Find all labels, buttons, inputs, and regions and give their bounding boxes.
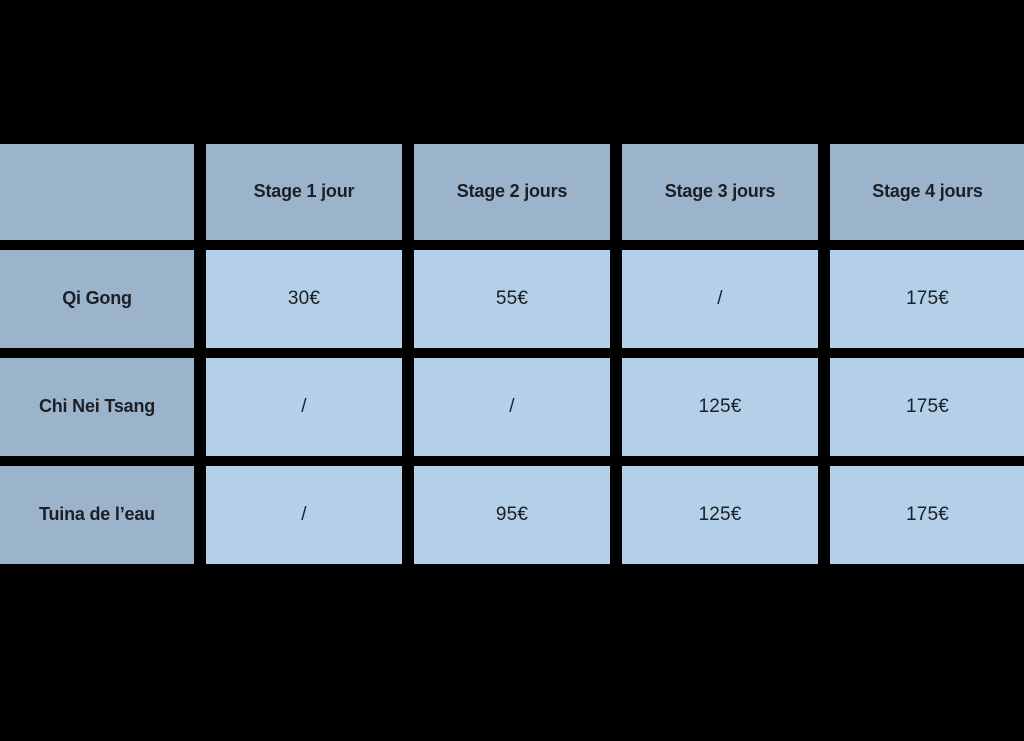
column-divider [194,466,206,564]
column-divider [194,250,206,348]
column-header-stage-4-jours: Stage 4 jours [830,144,1024,240]
column-divider [610,358,622,456]
cell-qi-gong-stage-2-jours: 55€ [414,250,610,348]
row-divider [0,240,1024,250]
column-divider [402,144,414,240]
row-header-tuina-de-leau: Tuina de l’eau [0,466,194,564]
table-header-row: Stage 1 jour Stage 2 jours Stage 3 jours… [0,144,1024,240]
row-divider [0,348,1024,358]
row-divider [0,456,1024,466]
table-row: Qi Gong 30€ 55€ / 175€ [0,250,1024,348]
row-header-qi-gong: Qi Gong [0,250,194,348]
column-divider [818,358,830,456]
table-corner-cell [0,144,194,240]
column-divider [818,466,830,564]
cell-chi-nei-tsang-stage-2-jours: / [414,358,610,456]
column-divider [818,250,830,348]
cell-qi-gong-stage-3-jours: / [622,250,818,348]
table-row: Tuina de l’eau / 95€ 125€ 175€ [0,466,1024,564]
cell-chi-nei-tsang-stage-4-jours: 175€ [830,358,1024,456]
cell-qi-gong-stage-1-jour: 30€ [206,250,402,348]
cell-chi-nei-tsang-stage-1-jour: / [206,358,402,456]
column-divider [402,466,414,564]
pricing-table: Stage 1 jour Stage 2 jours Stage 3 jours… [0,144,1024,564]
column-divider [402,250,414,348]
column-divider [610,466,622,564]
column-divider [610,144,622,240]
column-divider [818,144,830,240]
column-divider [194,358,206,456]
column-divider [194,144,206,240]
row-header-chi-nei-tsang: Chi Nei Tsang [0,358,194,456]
cell-tuina-de-leau-stage-3-jours: 125€ [622,466,818,564]
cell-tuina-de-leau-stage-4-jours: 175€ [830,466,1024,564]
cell-chi-nei-tsang-stage-3-jours: 125€ [622,358,818,456]
table-row: Chi Nei Tsang / / 125€ 175€ [0,358,1024,456]
cell-tuina-de-leau-stage-2-jours: 95€ [414,466,610,564]
column-header-stage-3-jours: Stage 3 jours [622,144,818,240]
column-header-stage-1-jour: Stage 1 jour [206,144,402,240]
cell-tuina-de-leau-stage-1-jour: / [206,466,402,564]
cell-qi-gong-stage-4-jours: 175€ [830,250,1024,348]
column-header-stage-2-jours: Stage 2 jours [414,144,610,240]
column-divider [402,358,414,456]
column-divider [610,250,622,348]
